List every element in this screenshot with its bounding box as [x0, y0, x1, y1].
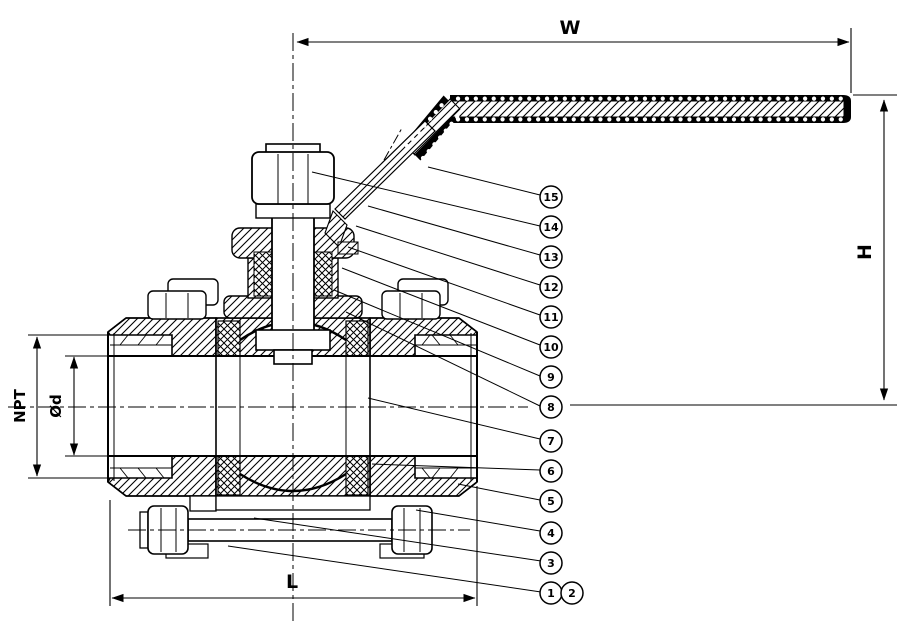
svg-text:11: 11: [543, 311, 558, 324]
dimension-w: [296, 28, 852, 93]
dimension-h: [570, 94, 897, 406]
bolt-head-front-left: [147, 290, 207, 320]
callout-7: 7: [539, 429, 563, 453]
grip-dot-rows: [404, 96, 848, 161]
callout-9: 9: [539, 365, 563, 389]
seat-rings: [217, 320, 369, 496]
callout-1: 1: [539, 581, 563, 605]
dimension-l: [109, 486, 478, 606]
handle-pivot-centerline: [383, 127, 403, 161]
svg-text:9: 9: [547, 371, 555, 384]
svg-text:2: 2: [568, 587, 576, 600]
callout-11: 11: [539, 305, 563, 329]
stop-tab: [337, 241, 359, 255]
svg-text:12: 12: [543, 281, 558, 294]
svg-text:15: 15: [543, 191, 558, 204]
callout-15: 15: [539, 185, 563, 209]
svg-text:8: 8: [547, 401, 555, 414]
callout-14: 14: [539, 215, 563, 239]
seat-right-top: [345, 320, 369, 357]
thread-ticks: [119, 334, 459, 479]
svg-text:4: 4: [547, 527, 555, 540]
svg-text:6: 6: [547, 465, 555, 478]
body-bolts-top: [147, 278, 449, 320]
callout-2: 2: [560, 581, 584, 605]
svg-text:14: 14: [543, 221, 559, 234]
dimension-bore: [65, 355, 108, 457]
svg-text:7: 7: [547, 435, 555, 448]
callout-10: 10: [539, 335, 563, 359]
handle-lever-diagonal: [334, 120, 436, 220]
seat-left-top: [217, 320, 241, 357]
callout-5: 5: [539, 489, 563, 513]
stem-packing: [253, 251, 333, 297]
svg-text:5: 5: [547, 495, 555, 508]
callout-6: 6: [539, 459, 563, 483]
bracket-tab: [189, 495, 217, 512]
dim-label-bore: Ød: [47, 394, 65, 418]
seat-right-bottom: [345, 455, 369, 496]
callout-12: 12: [539, 275, 563, 299]
dim-label-npt: NPT: [11, 388, 29, 423]
handle: [324, 95, 851, 255]
callout-leaders: [227, 166, 542, 593]
handle-lever-horizontal: [451, 100, 845, 118]
svg-text:10: 10: [543, 341, 559, 354]
svg-text:13: 13: [543, 251, 558, 264]
callouts: 15 14 13 12 11 10 9 8 7 6 5 4 3 1 2: [539, 185, 584, 605]
svg-text:3: 3: [547, 557, 555, 570]
callout-4: 4: [539, 521, 563, 545]
callout-8: 8: [539, 395, 563, 419]
callout-3: 3: [539, 551, 563, 575]
seat-left-bottom: [217, 455, 241, 496]
svg-text:1: 1: [547, 587, 555, 600]
bolt-head-front-right: [381, 290, 441, 320]
dim-label-w: W: [560, 17, 581, 39]
dim-label-l: L: [286, 571, 298, 593]
callout-13: 13: [539, 245, 563, 269]
dim-label-h: H: [854, 244, 876, 260]
dimension-npt: [28, 334, 112, 479]
